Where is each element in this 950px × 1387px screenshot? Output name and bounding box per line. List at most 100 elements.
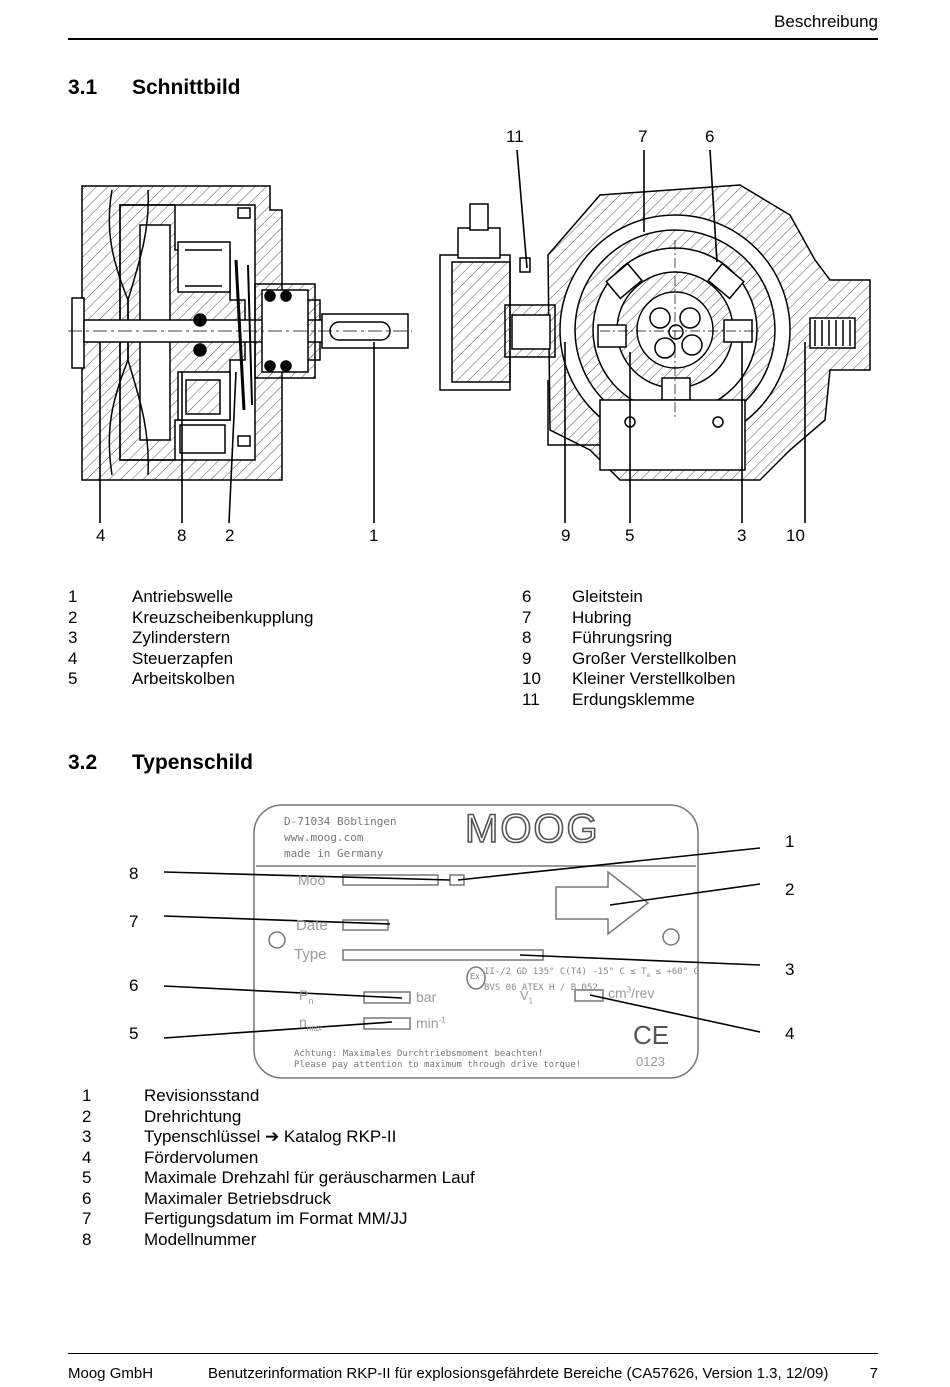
legend-number: 10	[522, 669, 541, 688]
plate-callout-5: 5	[129, 1024, 139, 1043]
legend-item: 8 Modellnummer	[82, 1230, 475, 1251]
nameplate-label-v: V1	[520, 988, 533, 1006]
nameplate-warning: Achtung: Maximales Durchtriebsmoment bea…	[294, 1049, 581, 1071]
legend-item: 6 Gleitstein	[522, 587, 736, 608]
callout-2: 2	[225, 526, 235, 545]
footer-company: Moog GmbH	[68, 1365, 154, 1382]
legend-item: 5 Maximale Drehzahl für geräuscharmen Lau…	[82, 1168, 475, 1189]
legend-number: 1	[82, 1086, 92, 1105]
running-header: Beschreibung	[774, 12, 878, 31]
legend-text: Fertigungsdatum im Format MM/JJ	[144, 1209, 408, 1228]
legend-text: Revisionsstand	[144, 1086, 260, 1105]
legend-item: 2 Kreuzscheibenkupplung	[68, 608, 313, 629]
section-1-title: Schnittbild	[132, 76, 241, 99]
label-cm-main: cm	[608, 985, 627, 1001]
legend-number: 8	[522, 628, 532, 647]
legend-text: Gleitstein	[572, 587, 643, 606]
label-v-main: V	[520, 988, 529, 1003]
legend-text: Hubring	[572, 607, 632, 627]
nameplate-address: D-71034 Böblingen www.moog.com made in G…	[284, 814, 397, 862]
atex-line1-tail: ≤ +60° C	[650, 967, 699, 977]
atex-line: II-/2 GD 135° C(T4) -15° C ≤ Ta ≤ +60° C	[484, 966, 699, 982]
ex-mark-icon: Ex	[470, 972, 480, 981]
ce-mark-icon: CE	[633, 1020, 670, 1050]
nameplate-address-line: www.moog.com	[284, 831, 364, 844]
label-min-main: min	[416, 1015, 439, 1031]
legend-item: 9 Großer Verstellkolben	[522, 649, 736, 670]
legend-number: 7	[522, 607, 532, 627]
legend-number: 5	[82, 1168, 92, 1187]
footer-doc-title: Benutzerinformation RKP-II für explosion…	[208, 1365, 829, 1382]
section-1-leader-lines	[99, 149, 806, 524]
nameplate-label-date: Date	[296, 917, 328, 934]
legend-number: 9	[522, 648, 532, 668]
callout-1: 1	[369, 526, 379, 545]
label-cm-sup: 3	[626, 985, 632, 995]
legend-text: Modellnummer	[144, 1229, 257, 1249]
label-v-sub: 1	[528, 996, 534, 1006]
callout-8: 8	[177, 526, 187, 545]
nameplate-leader-lines	[163, 847, 761, 1039]
plate-callout-1: 1	[785, 832, 795, 851]
page-number: 7	[869, 1365, 878, 1382]
nameplate-label-moo: Moo	[298, 872, 326, 888]
plate-callout-3: 3	[785, 960, 795, 979]
nameplate-address-line: D-71034 Böblingen	[284, 815, 397, 828]
callout-4: 4	[96, 526, 106, 545]
legend-number: 11	[522, 689, 540, 709]
legend-text: Erdungsklemme	[572, 689, 695, 709]
legend-text: Großer Verstellkolben	[572, 648, 737, 668]
nameplate-label-pn: Pn	[299, 987, 313, 1006]
nameplate-label-cm: cm3/rev	[608, 985, 654, 1001]
warning-line: Please pay attention to maximum through …	[294, 1060, 582, 1070]
pump-front-section	[439, 184, 871, 481]
nameplate-label-type: Type	[294, 946, 327, 963]
legend-text: Maximale Drehzahl für geräuscharmen Lauf	[144, 1168, 475, 1187]
callout-7: 7	[638, 127, 648, 146]
plate-callout-6: 6	[129, 976, 139, 995]
legend-number: 2	[82, 1106, 92, 1126]
plate-callout-2: 2	[785, 880, 795, 899]
legend-item: 2 Drehrichtung	[82, 1107, 475, 1128]
legend-text: Kleiner Verstellkolben	[572, 669, 736, 688]
callout-5: 5	[625, 526, 635, 545]
header-rule	[68, 38, 878, 40]
legend-number: 3	[68, 628, 78, 647]
callout-6: 6	[705, 127, 715, 146]
moog-logo: MOOG	[464, 806, 600, 852]
legend-item: 11 Erdungsklemme	[522, 690, 736, 711]
legend-text: Typenschlüssel ➔ Katalog RKP-II	[144, 1127, 397, 1146]
callout-9: 9	[561, 526, 571, 545]
nameplate-label-bar: bar	[416, 989, 437, 1005]
legend-number: 2	[68, 607, 78, 627]
legend-text: Kreuzscheibenkupplung	[132, 607, 314, 627]
atex-line1-sub: a	[646, 971, 651, 979]
legend-text: Arbeitskolben	[132, 669, 236, 688]
atex-line1-main: II-/2 GD 135° C(T4) -15° C ≤ T	[484, 967, 647, 977]
warning-line: Achtung: Maximales Durchtriebsmoment bea…	[294, 1049, 544, 1059]
label-pn-main: P	[299, 987, 309, 1003]
legend-number: 8	[82, 1229, 92, 1249]
nameplate-label-min: min-1	[416, 1015, 446, 1031]
legend-number: 1	[68, 587, 78, 606]
callout-11: 11	[506, 127, 524, 146]
atex-line: BVS 06 ATEX H / B 052	[484, 982, 598, 993]
legend-text: Drehrichtung	[144, 1106, 242, 1126]
legend-number: 6	[522, 587, 532, 606]
plate-callout-8: 8	[129, 864, 139, 883]
legend-number: 4	[82, 1147, 92, 1167]
legend-item: 10 Kleiner Verstellkolben	[522, 669, 736, 690]
notified-body-number: 0123	[636, 1054, 665, 1069]
legend-item: 1 Revisionsstand	[82, 1086, 475, 1107]
section-1-number: 3.1	[68, 76, 98, 99]
